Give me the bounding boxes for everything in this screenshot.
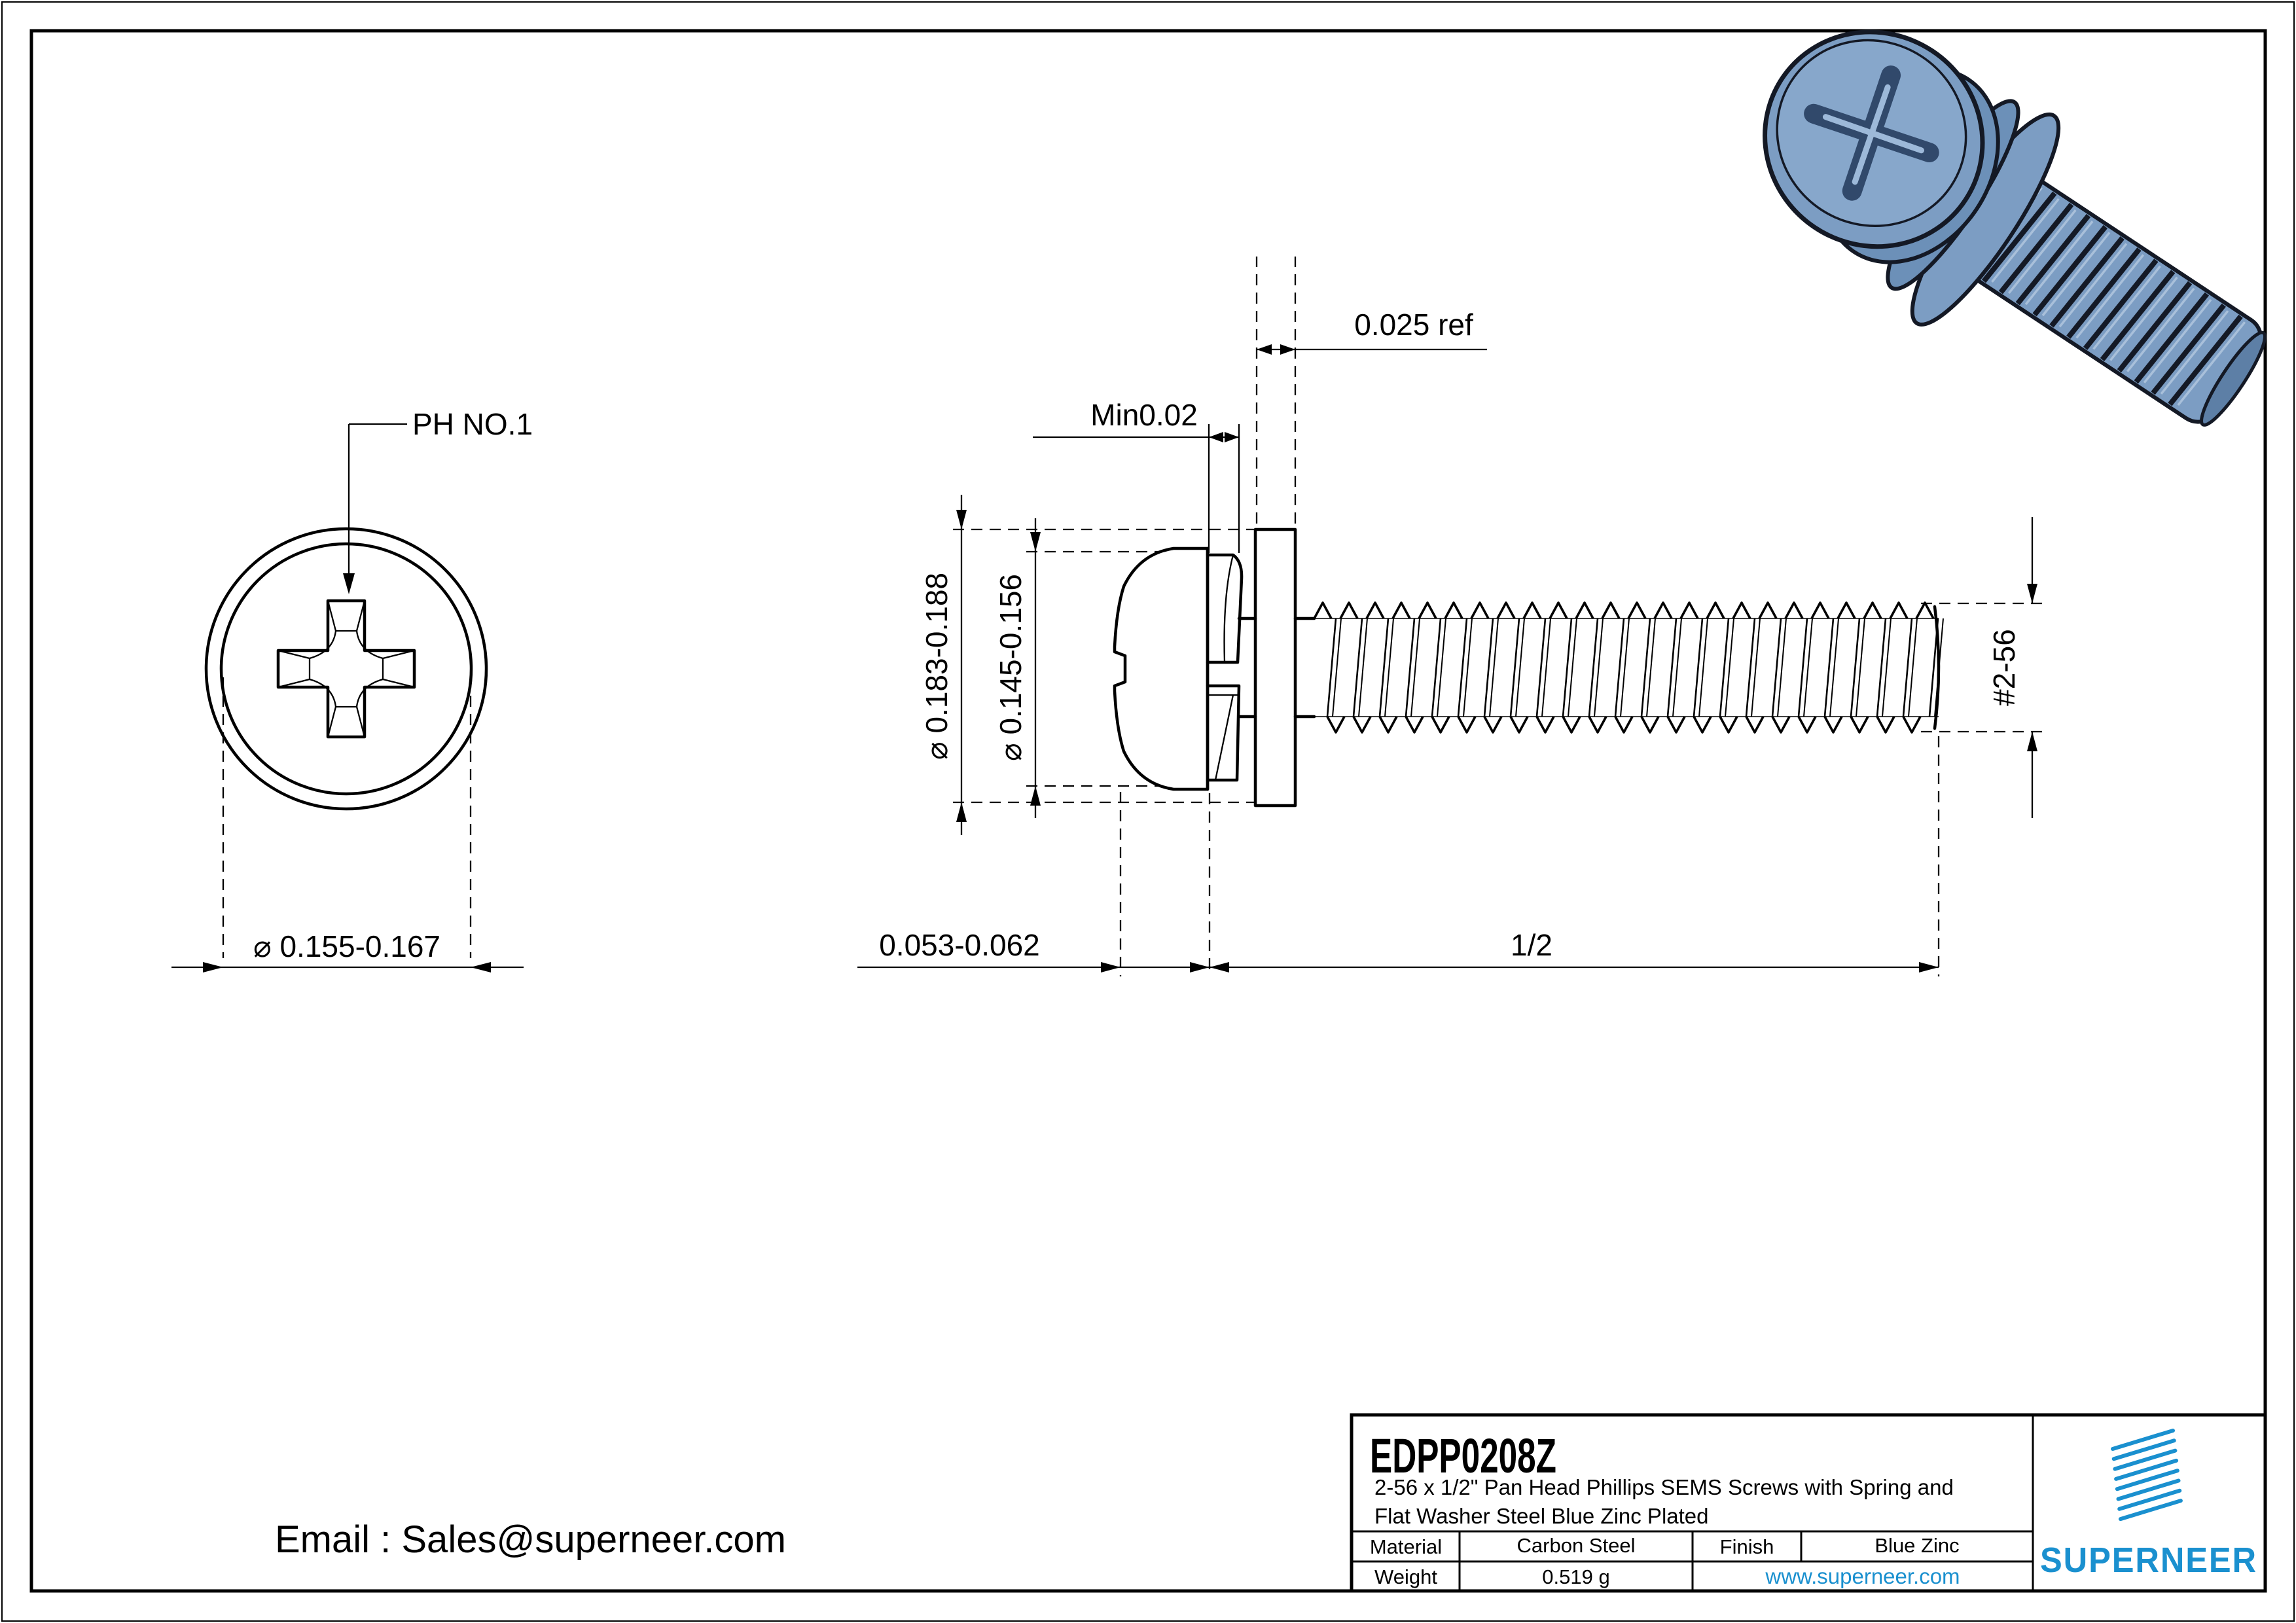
drive-callout: PH NO.1 [343, 407, 533, 594]
thread-end [1933, 605, 1941, 730]
part-number: EDPP0208Z [1370, 1429, 1556, 1483]
phillips-recess-icon [276, 599, 416, 739]
washer-od-label: ⌀ 0.183-0.188 [920, 573, 954, 760]
length-dimensions: 0.053-0.062 1/2 [857, 736, 1940, 976]
weight-value: 0.519 g [1542, 1565, 1609, 1588]
finish-label: Finish [1720, 1535, 1774, 1558]
description-line1: 2-56 x 1/2" Pan Head Phillips SEMS Screw… [1374, 1475, 1954, 1499]
thread-spec-dimension: #2-56 [1921, 517, 2045, 818]
head-height-label: 0.053-0.062 [879, 928, 1040, 962]
side-view: Min0.02 0.025 ref ⌀ 0.183-0.188 ⌀ 0.145-… [857, 257, 2045, 976]
pan-head-profile [1113, 546, 1210, 791]
material-label: Material [1370, 1535, 1442, 1558]
flat-washer-dimension: 0.025 ref [1255, 257, 1487, 524]
email-text: Email : Sales@superneer.com [275, 1518, 786, 1561]
finish-value: Blue Zinc [1874, 1534, 1959, 1557]
head-od-dimension: ⌀ 0.145-0.156 [994, 518, 1160, 818]
website-link[interactable]: www.superneer.com [1765, 1564, 1960, 1588]
front-diameter-dimension: ⌀ 0.155-0.167 [171, 677, 524, 972]
front-view: PH NO.1 ⌀ 0.155-0.167 [171, 407, 533, 972]
screw-3d-render [1763, 29, 2267, 427]
drive-label: PH NO.1 [412, 407, 533, 441]
flat-washer-profile [1253, 527, 1297, 808]
weight-label: Weight [1374, 1565, 1437, 1588]
brand-name: SUPERNEER [2040, 1541, 2257, 1580]
shank-right [1293, 616, 1316, 719]
brand-logo-icon [2111, 1429, 2183, 1522]
main-border [29, 29, 2267, 1593]
spring-washer-dimension: Min0.02 [1033, 398, 1240, 553]
thread-profile [1313, 601, 1944, 734]
head-inner-circle [219, 542, 473, 796]
flat-washer-label: 0.025 ref [1354, 308, 1473, 342]
material-value: Carbon Steel [1517, 1534, 1636, 1557]
spring-washer-profile [1206, 546, 1244, 791]
description-line2: Flat Washer Steel Blue Zinc Plated [1374, 1504, 1709, 1528]
front-diameter-label: ⌀ 0.155-0.167 [253, 929, 440, 963]
title-block: EDPP0208Z 2-56 x 1/2" Pan Head Phillips … [1350, 1413, 2267, 1593]
thread-spec-label: #2-56 [1987, 629, 2021, 706]
shank-left [1237, 616, 1257, 719]
head-od-label: ⌀ 0.145-0.156 [994, 574, 1028, 761]
thread-length-label: 1/2 [1511, 928, 1552, 962]
spring-washer-label: Min0.02 [1090, 398, 1198, 432]
washer-od-dimension: ⌀ 0.183-0.188 [920, 495, 1255, 835]
head-outer-circle [204, 527, 488, 811]
